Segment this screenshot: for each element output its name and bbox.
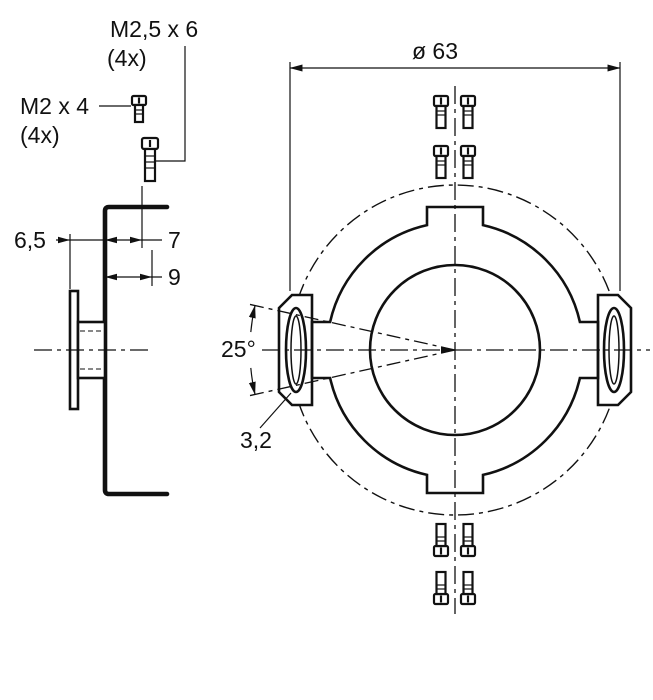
angle-dimension xyxy=(247,303,456,397)
dim-6-5-label: 6,5 xyxy=(14,227,46,253)
angle-vertex-arrow xyxy=(441,346,455,354)
screw-icon xyxy=(459,144,477,180)
offset-dimensions xyxy=(56,186,162,289)
side-view xyxy=(34,46,186,497)
screw-icon xyxy=(459,94,477,130)
dim-9-label: 9 xyxy=(168,264,181,290)
mounting-ring xyxy=(310,205,600,495)
dim-angle-25-label: 25° xyxy=(221,336,256,362)
dim-diameter-63-label: ø 63 xyxy=(412,38,458,64)
diameter-dimension xyxy=(289,62,621,291)
angle-line-lower xyxy=(247,349,456,397)
dim-3-2-label: 3,2 xyxy=(240,427,272,453)
screw-icon xyxy=(432,144,450,180)
label-screw-spec-m2-qty: (4x) xyxy=(20,122,60,148)
screw-m25-icon xyxy=(140,136,160,183)
dim-7-label: 7 xyxy=(168,227,181,253)
dim-arrow xyxy=(105,273,117,281)
label-screw-spec-m25-qty: (4x) xyxy=(107,45,147,71)
screw-m2-icon xyxy=(130,94,148,124)
dim-arrow xyxy=(58,236,70,244)
screw-icon xyxy=(459,522,477,558)
angle-arc-lower xyxy=(248,367,256,395)
dim-arrow xyxy=(105,236,117,244)
angle-line-upper xyxy=(247,303,456,351)
front-view xyxy=(247,62,650,614)
label-screw-spec-m2: M2 x 4 xyxy=(20,93,89,119)
label-screw-spec-m25: M2,5 x 6 xyxy=(110,16,198,42)
dim-arrow xyxy=(130,236,142,244)
screw-icon xyxy=(432,94,450,130)
screw-icon xyxy=(432,570,450,606)
dim-arrow xyxy=(140,273,152,281)
screw-icon xyxy=(459,570,477,606)
leader-line-m25 xyxy=(156,46,186,162)
screw-icon xyxy=(432,522,450,558)
angle-arc-upper xyxy=(248,305,256,333)
leader-line-slot xyxy=(259,392,292,429)
